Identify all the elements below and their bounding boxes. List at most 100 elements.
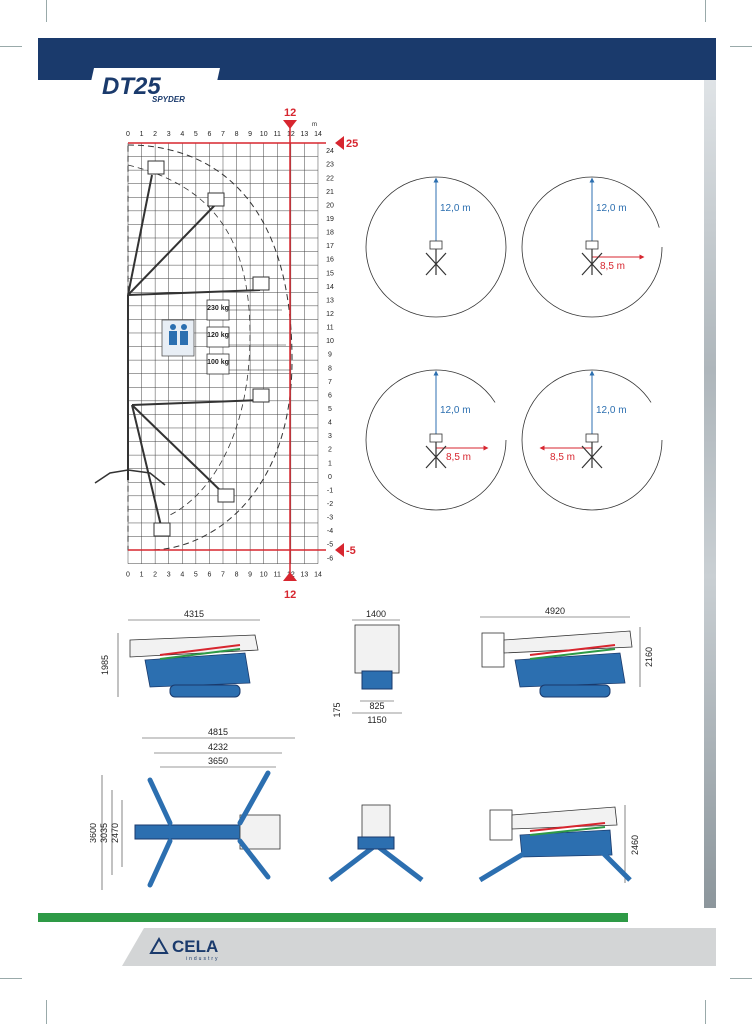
tick-label: 22 xyxy=(326,175,334,182)
tick-label: 10 xyxy=(326,338,334,345)
tick-label: 15 xyxy=(326,270,334,277)
tick-label: 4 xyxy=(328,420,332,427)
tick-label: 5 xyxy=(328,406,332,413)
company-logo: CELA industry xyxy=(148,935,248,966)
tick-label: 0 xyxy=(126,572,130,579)
reach-label-3: 12,0 m xyxy=(440,405,471,416)
tick-label: 24 xyxy=(326,148,334,155)
dim-side3-height: 2460 xyxy=(630,835,640,855)
tick-label: 2 xyxy=(153,572,157,579)
dim-top-w2: 4232 xyxy=(208,742,228,752)
dim-side2-height: 2160 xyxy=(644,647,654,667)
tick-label: 2 xyxy=(153,131,157,138)
footer-band xyxy=(122,928,716,966)
crop-mark xyxy=(730,46,752,47)
crop-mark xyxy=(705,1000,706,1024)
tick-label: 11 xyxy=(274,131,281,138)
reach-arrow-top xyxy=(283,120,297,129)
dim-top-h2: 3035 xyxy=(99,823,109,843)
dim-front-ground: 175 xyxy=(332,702,342,717)
tick-label: 7 xyxy=(221,572,225,579)
tick-label: 21 xyxy=(326,189,334,196)
crop-mark xyxy=(730,978,752,979)
tick-label: 14 xyxy=(326,284,334,291)
footer-slant xyxy=(122,928,144,966)
side-view-outriggers: 2460 xyxy=(478,805,640,883)
boom-positions xyxy=(127,174,261,531)
dimension-drawings: 4315 1985 1400 825 1150 175 4920 2160 48… xyxy=(90,606,654,890)
tick-label: 13 xyxy=(326,297,334,304)
tick-label: 19 xyxy=(326,216,334,223)
tick-label: -1 xyxy=(327,487,333,494)
logo-model-text: DT25 xyxy=(102,73,161,100)
reach-diagram-full: 12,0 m xyxy=(365,176,507,318)
side-label-2: 8,5 m xyxy=(600,261,625,272)
max-reach-top-label: 12 xyxy=(284,107,296,119)
dim-front-track-outer: 1150 xyxy=(367,715,386,725)
tick-label: 7 xyxy=(328,379,332,386)
tick-label: 11 xyxy=(274,572,281,579)
front-view-outriggers xyxy=(328,804,424,882)
machine-base xyxy=(94,469,166,486)
load-100: 100 kg xyxy=(207,359,229,366)
tick-label: 10 xyxy=(260,572,268,579)
load-230: 230 kg xyxy=(207,305,229,312)
tick-label: 8 xyxy=(235,572,239,579)
reach-diagram-side-right: 12,0 m 8,5 m xyxy=(521,176,663,318)
reach-label-4: 12,0 m xyxy=(596,405,627,416)
tick-label: 10 xyxy=(260,131,268,138)
tick-label: 13 xyxy=(301,572,309,579)
tick-label: 2 xyxy=(328,447,332,454)
basket-positions xyxy=(147,160,270,537)
tick-label: 8 xyxy=(328,365,332,372)
logo-sub-text: SPYDER xyxy=(152,95,185,104)
side-view-stowed: 4315 1985 xyxy=(100,609,260,698)
operators-icon xyxy=(161,319,195,357)
tick-label: 4 xyxy=(180,131,184,138)
tick-label: 0 xyxy=(126,131,130,138)
dim-side-height: 1985 xyxy=(100,655,110,675)
tick-label: 9 xyxy=(248,572,252,579)
side-label-3: 8,5 m xyxy=(446,452,471,463)
tick-label: 9 xyxy=(248,131,252,138)
tick-label: 1 xyxy=(140,572,144,579)
reach-diagram-side-left: 12,0 m 8,5 m xyxy=(521,369,663,511)
tick-label: 5 xyxy=(194,572,198,579)
dim-top-h1: 3600 xyxy=(90,823,98,843)
front-view: 1400 825 1150 175 xyxy=(332,609,402,725)
height-arrow-bottom xyxy=(335,543,344,557)
crop-mark xyxy=(46,1000,47,1024)
x-unit-label: m xyxy=(312,122,317,128)
dim-top-h3: 2470 xyxy=(110,823,120,843)
tick-label: 1 xyxy=(328,460,332,467)
tick-label: 4 xyxy=(180,572,184,579)
tick-label: -2 xyxy=(327,501,333,508)
outrigger-reach-diagrams: 12,0 m 12,0 m 8,5 m 12,0 m 8,5 m 12,0 m … xyxy=(365,176,663,511)
load-boxes: 230 kg 120 kg 100 kg xyxy=(206,299,290,375)
work-envelope-outline xyxy=(127,144,293,551)
model-logo: DT25 SPYDER xyxy=(86,68,220,104)
tick-label: 14 xyxy=(314,131,322,138)
dim-side2-length: 4920 xyxy=(545,606,565,616)
crop-mark xyxy=(0,46,22,47)
tick-label: 13 xyxy=(301,131,309,138)
footer-green-bar xyxy=(38,913,628,922)
tick-label: 3 xyxy=(167,131,171,138)
tick-label: 20 xyxy=(326,202,334,209)
tick-label: 23 xyxy=(326,162,334,169)
y-ticks: 2423222120191817161514131211109876543210… xyxy=(326,148,334,562)
tick-label: 7 xyxy=(221,131,225,138)
min-height-label: -5 xyxy=(346,545,356,557)
tick-label: 5 xyxy=(194,131,198,138)
tick-label: -3 xyxy=(327,515,333,522)
dim-front-width: 1400 xyxy=(366,609,386,619)
reach-label-2: 12,0 m xyxy=(596,203,627,214)
tick-label: 8 xyxy=(235,131,239,138)
dim-side-length: 4315 xyxy=(184,609,204,619)
reach-label-1: 12,0 m xyxy=(440,203,471,214)
reach-diagram-side-right-2: 12,0 m 8,5 m xyxy=(365,369,507,511)
tick-label: 18 xyxy=(326,230,334,237)
tick-label: 6 xyxy=(207,131,211,138)
